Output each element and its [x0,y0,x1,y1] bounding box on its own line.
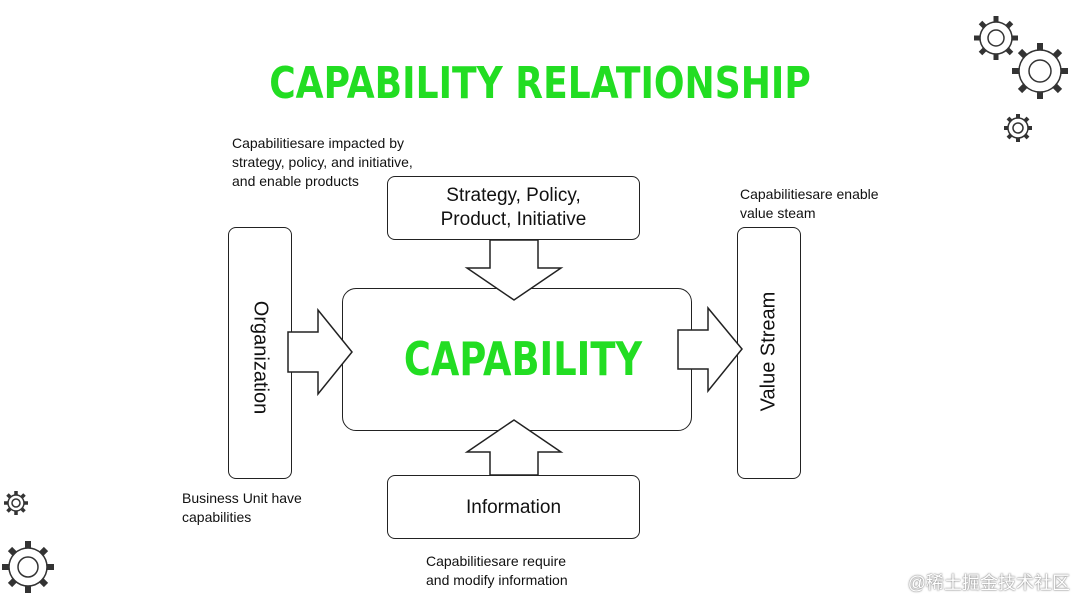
gear-icon [2,541,54,593]
arrow-right-right [677,305,743,394]
watermark: @稀土掘金技术社区 [907,573,1070,593]
note-bottom-left: Business Unit have capabilities [182,490,302,525]
arrow-right-left [287,307,353,397]
gear-icon [1012,43,1068,99]
information-box-label: Information [465,497,562,518]
diagram-title: CAPABILITY RELATIONSHIP [269,58,811,109]
arrow-down [464,239,564,301]
gear-icon [974,16,1018,60]
value-stream-box [737,227,801,479]
arrow-up [464,419,564,476]
organization-box [228,227,292,479]
note-top-left: Capabilitiesare impacted by strategy, po… [232,135,413,189]
capability-label: CAPABILITY [403,332,643,386]
strategy-box-label: Strategy, Policy, Product, Initiative [440,185,587,230]
capability-box [342,288,692,431]
note-top-right: Capabilitiesare enable value steam [740,186,879,221]
gear-icon [4,491,28,515]
note-bottom-center: Capabilitiesare require and modify infor… [426,553,568,588]
gear-icon [1004,114,1032,142]
